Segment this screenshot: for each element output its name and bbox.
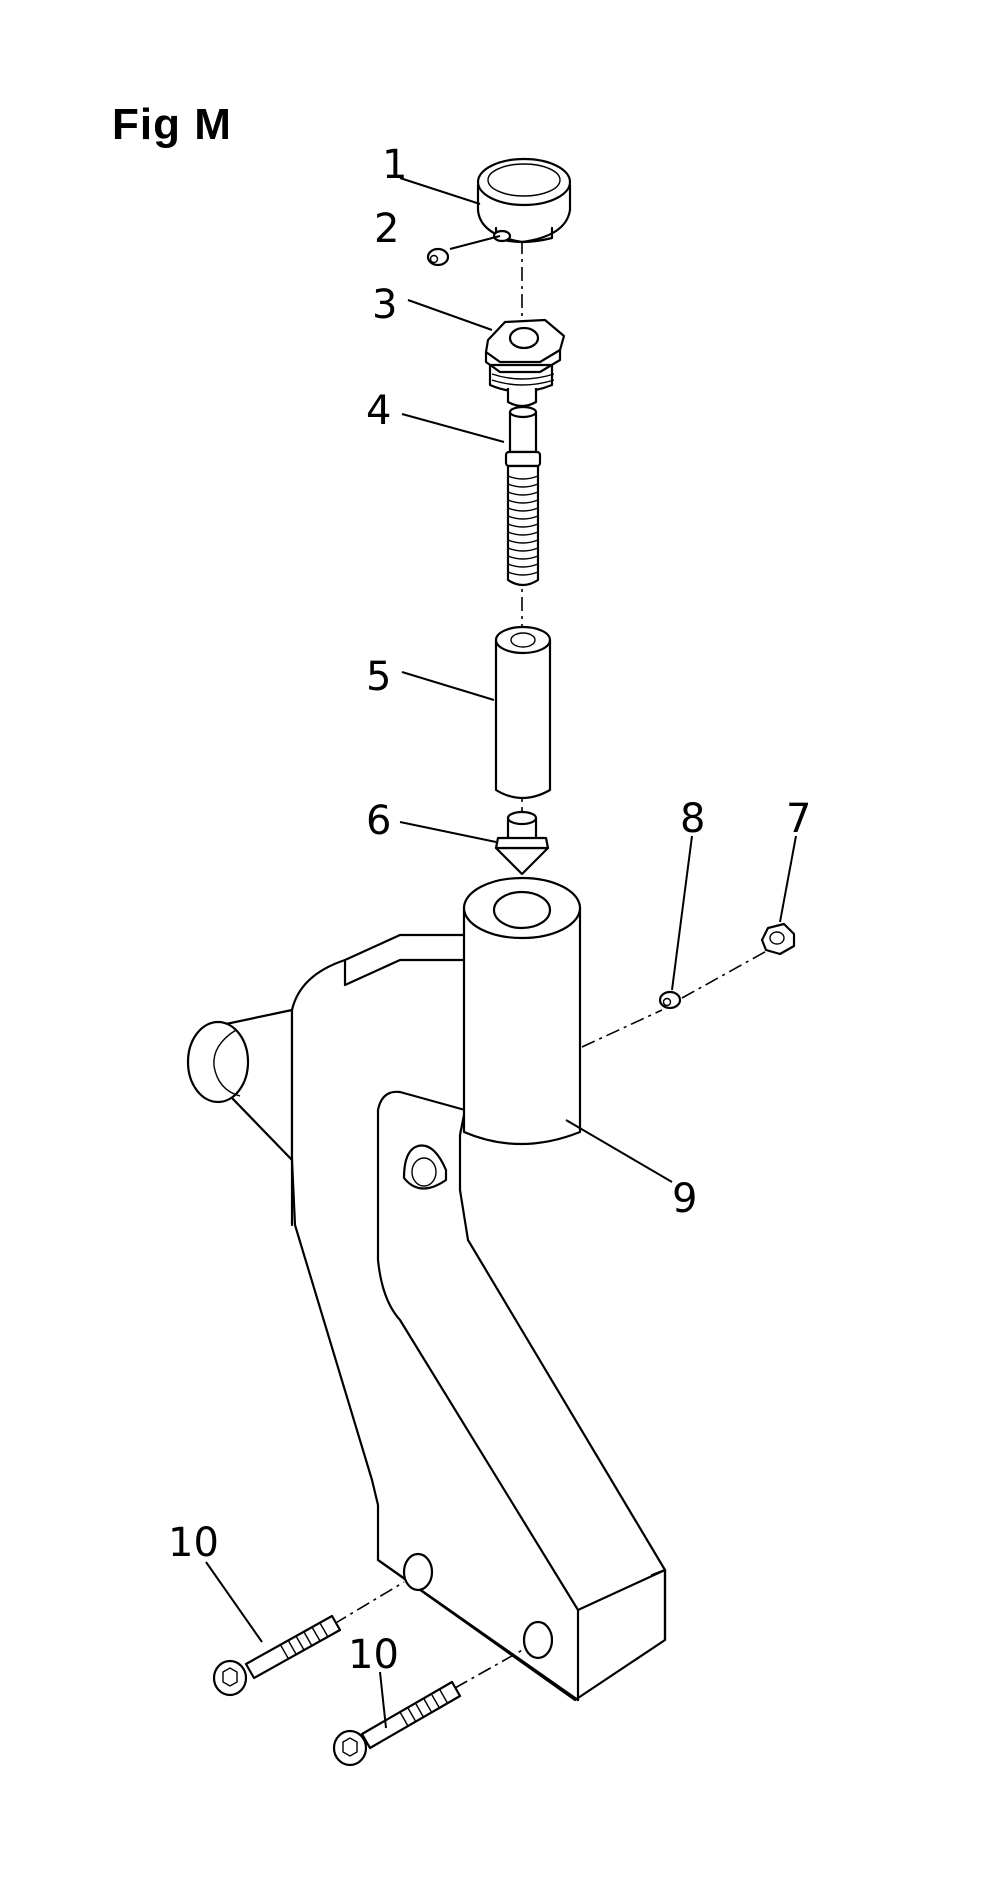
callout-4: 4 (366, 388, 391, 434)
part-4-threaded-spindle (504, 405, 542, 587)
leader-7 (779, 835, 797, 923)
callout-8: 8 (680, 796, 705, 842)
leader-5 (401, 671, 495, 701)
part-3-hex-plug (484, 318, 566, 408)
callout-10-lower: 10 (348, 1632, 399, 1678)
callout-2: 2 (374, 206, 399, 252)
part-1-knob (476, 157, 572, 244)
leader-10-upper (205, 1561, 263, 1643)
part-9-bracket (186, 876, 667, 1702)
part-10-cap-screw-upper (212, 1581, 405, 1697)
callout-3: 3 (372, 282, 397, 328)
part-10-cap-screw-lower (332, 1647, 527, 1767)
callout-6: 6 (366, 798, 391, 844)
bracket-mount-hole-lower (522, 1620, 554, 1660)
part-5-sleeve (494, 625, 552, 800)
leader-3 (407, 299, 493, 331)
part-8-set-screw (658, 990, 682, 1010)
part-6-cone-center (494, 810, 550, 876)
callout-1: 1 (382, 142, 407, 188)
leader-1 (399, 177, 481, 205)
side-axis-2 (681, 947, 773, 999)
leader-10-lower (379, 1671, 387, 1729)
figure-title: Fig M (112, 100, 232, 149)
callout-5: 5 (366, 654, 391, 700)
side-axis-1 (581, 1009, 663, 1048)
leader-8 (671, 835, 693, 991)
leader-4 (401, 413, 505, 443)
part-7-hex-nut (760, 922, 796, 956)
leader-9 (565, 1119, 673, 1183)
leader-6 (399, 821, 497, 843)
callout-10-upper: 10 (168, 1520, 219, 1566)
callout-9: 9 (672, 1176, 697, 1222)
callout-7: 7 (786, 796, 811, 842)
part-2-set-screw (426, 235, 501, 267)
bracket-mount-hole-upper (402, 1552, 434, 1592)
